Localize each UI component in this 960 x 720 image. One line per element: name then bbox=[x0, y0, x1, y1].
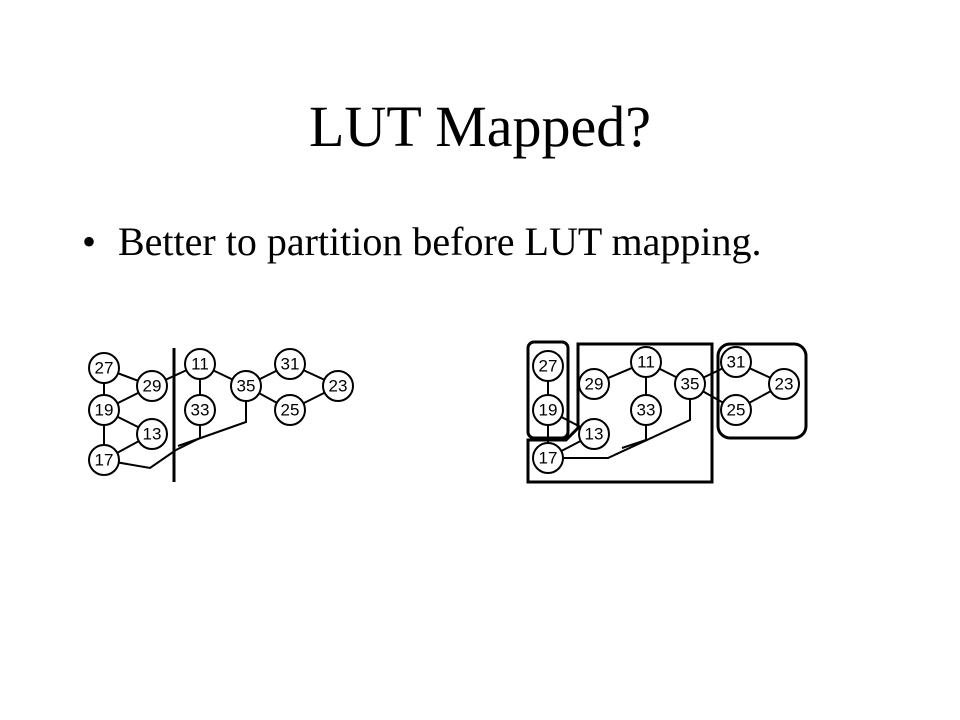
bullet-item: • Better to partition before LUT mapping… bbox=[82, 216, 762, 268]
node-circle bbox=[184, 394, 216, 426]
node-label: 27 bbox=[95, 359, 114, 378]
node-circle bbox=[630, 346, 662, 378]
node-label: 17 bbox=[539, 449, 558, 468]
node-label: 11 bbox=[637, 353, 655, 372]
node-label: 29 bbox=[143, 377, 162, 396]
node-circle bbox=[184, 348, 216, 380]
node-circle bbox=[674, 368, 706, 400]
node-label: 35 bbox=[681, 375, 700, 394]
node-circle bbox=[274, 394, 306, 426]
node-circle bbox=[136, 370, 168, 402]
node-circle bbox=[532, 442, 564, 474]
slide-title: LUT Mapped? bbox=[309, 94, 651, 159]
edge bbox=[548, 384, 691, 459]
node-label: 31 bbox=[727, 353, 746, 372]
bullet-list: • Better to partition before LUT mapping… bbox=[82, 216, 762, 268]
node-label: 13 bbox=[585, 425, 604, 444]
node-circle bbox=[532, 394, 564, 426]
node-label: 25 bbox=[727, 401, 746, 420]
node-label: 29 bbox=[585, 375, 604, 394]
node-label: 31 bbox=[281, 355, 300, 374]
node-label: 23 bbox=[775, 375, 794, 394]
node-circle bbox=[630, 394, 662, 426]
lut-partition-box bbox=[526, 340, 570, 440]
node-circle bbox=[136, 418, 168, 450]
node-label: 35 bbox=[237, 377, 256, 396]
node-label: 33 bbox=[637, 401, 656, 420]
diagram-after-svg: 27 19 17 13 29 11 33 35 31 23 25 bbox=[526, 340, 808, 484]
node-circle bbox=[768, 368, 800, 400]
node-label: 17 bbox=[95, 451, 114, 470]
node-circle bbox=[532, 350, 564, 382]
node-circle bbox=[720, 346, 752, 378]
node-label: 27 bbox=[539, 357, 558, 376]
node-circle bbox=[230, 370, 262, 402]
node-label: 33 bbox=[191, 401, 210, 420]
lut-partition-box bbox=[526, 342, 714, 484]
partition-diagram-after: 27 19 17 13 29 11 33 35 31 23 25 bbox=[522, 336, 818, 488]
node-circle bbox=[322, 370, 354, 402]
node-label: 13 bbox=[143, 425, 162, 444]
node-label: 19 bbox=[539, 401, 558, 420]
bullet-mark: • bbox=[82, 219, 97, 264]
node-circle bbox=[88, 394, 120, 426]
node-circle bbox=[720, 394, 752, 426]
node-label: 11 bbox=[191, 355, 209, 374]
node-circle bbox=[274, 348, 306, 380]
node-circle bbox=[578, 368, 610, 400]
node-label: 23 bbox=[329, 377, 348, 396]
node-label: 25 bbox=[281, 401, 300, 420]
partition-diagram-before: 27 29 19 13 17 11 33 35 31 25 23 bbox=[82, 340, 372, 488]
lut-partition-box bbox=[716, 342, 808, 440]
bullet-text: Better to partition before LUT mapping. bbox=[118, 219, 762, 264]
node-label: 19 bbox=[95, 401, 114, 420]
node-circle bbox=[578, 418, 610, 450]
diagram-before-svg: 27 29 19 13 17 11 33 35 31 25 23 bbox=[88, 348, 354, 482]
node-circle bbox=[88, 352, 120, 384]
node-circle bbox=[88, 444, 120, 476]
